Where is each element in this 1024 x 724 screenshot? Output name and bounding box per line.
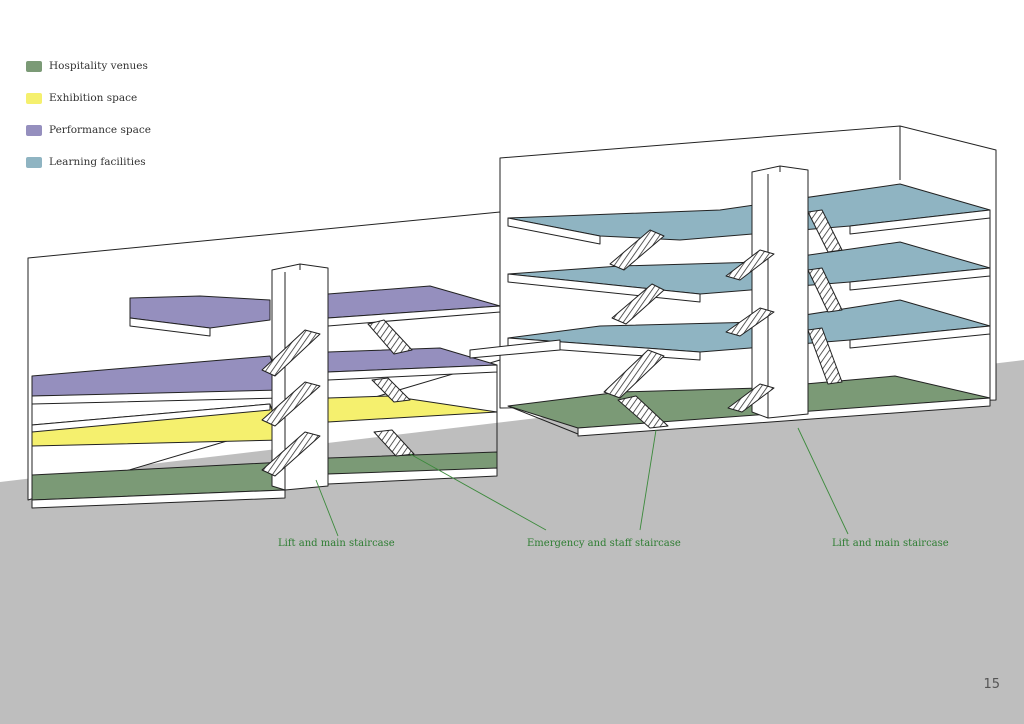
- right-main-staircase-side-lower: [807, 327, 843, 385]
- legend-swatch: [26, 124, 42, 136]
- callout-lift-main-staircase-left: Lift and main staircase: [278, 538, 395, 549]
- right-emergency-staircase-lower: [617, 395, 669, 429]
- legend-swatch: [26, 92, 42, 104]
- leader-line-emergency-left: [409, 453, 547, 531]
- ground-plane: [0, 360, 1024, 724]
- legend-item-hospitality: Hospitality venues: [26, 50, 151, 82]
- legend-swatch: [26, 156, 42, 168]
- right-main-staircase-side-middle: [807, 267, 843, 313]
- right-emergency-staircase-middle: [603, 349, 665, 399]
- legend-item-exhibition: Exhibition space: [26, 82, 151, 114]
- legend-label: Exhibition space: [49, 92, 138, 104]
- left-main-staircase-middle: [261, 381, 321, 427]
- right-emergency-staircase-upper: [609, 229, 665, 271]
- legend-swatch: [26, 60, 42, 72]
- right-main-staircase-side-upper: [807, 209, 843, 253]
- legend-item-performance: Performance space: [26, 114, 151, 146]
- left-main-staircase-upper: [261, 329, 321, 377]
- right-emergency-staircase-upper-b: [611, 283, 665, 325]
- left-emergency-staircase-lower: [373, 429, 415, 457]
- left-building: [27, 211, 501, 509]
- left-emergency-staircase-middle: [371, 377, 411, 403]
- legend-label: Performance space: [49, 124, 151, 136]
- page-number: 15: [983, 677, 1000, 692]
- right-main-staircase-upper: [725, 249, 775, 281]
- right-building: [469, 125, 997, 437]
- callout-lift-main-staircase-right: Lift and main staircase: [832, 538, 949, 549]
- legend-label: Hospitality venues: [49, 60, 148, 72]
- left-emergency-staircase-upper: [367, 319, 413, 355]
- left-first-floor-exhibition-right: [327, 395, 498, 423]
- leader-line-lift-right: [797, 427, 849, 535]
- left-main-staircase-lower: [261, 431, 321, 477]
- legend-label: Learning facilities: [49, 156, 146, 168]
- right-lift-core: [751, 165, 809, 419]
- legend-item-learning: Learning facilities: [26, 146, 151, 178]
- leader-line-lift-left: [315, 479, 339, 537]
- link-bridge: [469, 339, 561, 359]
- leader-line-emergency-right: [639, 429, 657, 531]
- legend: Hospitality venues Exhibition space Perf…: [26, 50, 151, 178]
- callout-emergency-staff-staircase: Emergency and staff staircase: [527, 538, 681, 549]
- right-main-staircase-middle: [725, 307, 775, 337]
- right-main-staircase-lower: [727, 383, 775, 413]
